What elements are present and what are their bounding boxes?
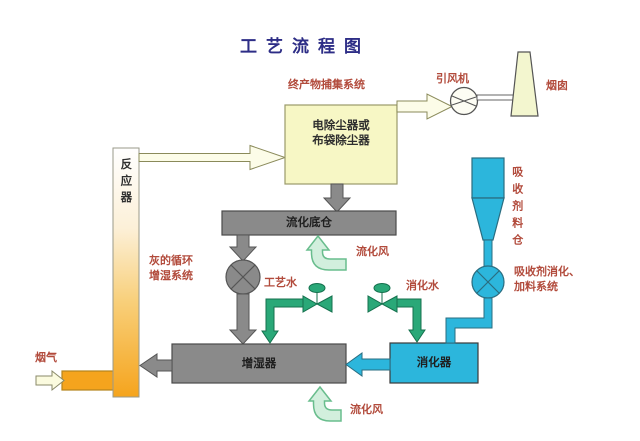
humidifier-box	[171, 343, 347, 384]
dust-collector-label: 电除尘器或 布袋除尘器	[285, 119, 397, 149]
ash-circulation-label-line1: 灰的循环	[149, 255, 193, 267]
slaker-to-humidifier-arrow	[345, 352, 391, 377]
page-title: 工艺流程图	[240, 37, 370, 56]
silo-outlet-pipe	[483, 239, 493, 268]
absorbent-system-label-line1: 吸收剂消化、	[514, 266, 580, 278]
slaking-water-label: 消化水	[406, 280, 439, 292]
absorbent-feed-pipe	[445, 297, 493, 344]
fluidizing-air-top-label: 流化风	[356, 246, 389, 258]
flue-gas-duct	[61, 370, 115, 391]
absorbent-system-label-line2: 加料系统	[514, 281, 558, 293]
flue-gas-arrow	[35, 369, 65, 392]
collector-to-fan-arrow	[396, 93, 454, 120]
fluidizing-air-bottom-label: 流化风	[350, 404, 383, 416]
reactor-label: 反应器	[119, 158, 132, 208]
ash-rotary-valve-icon	[225, 259, 261, 295]
fan-icon	[449, 86, 479, 116]
fluidizing-air-arrow-top	[305, 234, 347, 271]
dust-collector-label-line1: 电除尘器或	[312, 120, 370, 132]
chimney-shape	[510, 51, 539, 117]
fluidized-bin-label: 流化底仓	[286, 217, 332, 229]
absorbent-silo-shape	[471, 157, 505, 241]
ash-circulation-system-label: 灰的循环 增湿系统	[149, 254, 193, 284]
chimney-label: 烟囱	[546, 80, 568, 92]
dust-collector-box	[284, 104, 398, 185]
absorbent-system-label: 吸收剂消化、 加料系统	[514, 265, 580, 295]
reactor-outlet-arrow	[138, 144, 287, 171]
fluidizing-air-arrow-bottom	[307, 385, 342, 422]
fluidized-bin-box	[221, 210, 397, 236]
collector-to-bin-arrow	[322, 183, 352, 213]
ash-circulation-label-line2: 增湿系统	[149, 270, 193, 282]
reactor-column	[112, 147, 140, 398]
absorbent-silo-label: 吸收剂料仓	[510, 166, 523, 251]
slaking-water-pipe	[396, 298, 426, 343]
bin-outlet-arrow	[228, 234, 258, 262]
slaker-box	[389, 342, 479, 384]
flue-gas-label: 烟气	[35, 352, 57, 364]
fan-chimney-pipe	[476, 94, 516, 101]
process-water-label: 工艺水	[264, 277, 297, 289]
humidifier-to-reactor-arrow	[139, 353, 173, 378]
process-water-valve-icon	[302, 283, 333, 313]
final-product-system-label: 终产物捕集系统	[288, 79, 365, 91]
slaking-water-valve-icon	[367, 283, 398, 313]
humidifier-label: 增湿器	[241, 358, 277, 370]
process-water-pipe	[261, 298, 304, 344]
absorbent-rotary-valve-icon	[471, 265, 505, 299]
induced-draft-fan-label: 引风机	[436, 73, 469, 85]
slaker-label: 消化器	[416, 357, 452, 369]
valve-to-humidifier-arrow	[228, 293, 258, 345]
dust-collector-label-line2: 布袋除尘器	[312, 135, 370, 147]
